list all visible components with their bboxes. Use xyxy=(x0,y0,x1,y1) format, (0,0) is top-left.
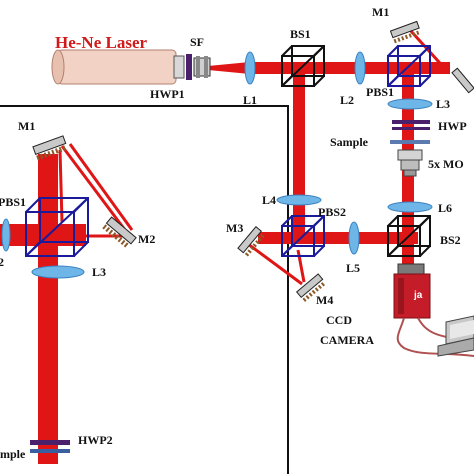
bs2-cube xyxy=(387,215,431,257)
lens-l5 xyxy=(348,221,360,255)
laser-tube xyxy=(51,49,185,85)
label-l6: L6 xyxy=(438,201,452,215)
laser-label: He-Ne Laser xyxy=(55,33,148,52)
lens-l2 xyxy=(354,51,366,85)
beam-pbs2-m4 xyxy=(296,249,306,283)
hwp1-plate xyxy=(186,54,192,80)
inset-label-hwp2: HWP2 xyxy=(78,433,113,447)
inset-pbs1-cube xyxy=(25,197,89,257)
label-l2: L2 xyxy=(340,93,354,107)
sample-slide xyxy=(390,140,430,144)
mirror-m4 xyxy=(295,273,327,302)
inset-beam-to-m1 xyxy=(58,149,64,223)
label-ccd-line1: CCD xyxy=(326,313,352,327)
label-m4: M4 xyxy=(316,293,333,307)
mirror-m2 xyxy=(451,67,474,94)
label-pbs1: PBS1 xyxy=(366,85,394,99)
inset-lens-l2 xyxy=(1,218,11,252)
microscope-objective xyxy=(397,149,423,177)
label-objective: 5x MO xyxy=(428,157,464,171)
mirror-m1 xyxy=(389,20,422,44)
inset-label-m2: M2 xyxy=(138,232,155,246)
bs1-cube xyxy=(281,45,325,87)
inset-label-pbs1: PBS1 xyxy=(0,195,26,209)
beam-bs1-top xyxy=(250,62,450,74)
inset-label-sample-cut: mple xyxy=(0,447,26,461)
inset-label-l2-cut: 2 xyxy=(0,255,4,269)
inset-mirror-m1 xyxy=(32,135,68,161)
label-hwp-cut: HWP xyxy=(438,119,467,133)
label-l3: L3 xyxy=(436,97,450,111)
label-l5: L5 xyxy=(346,261,360,275)
mirror-m3 xyxy=(237,225,266,257)
main-setup: He-Ne Laser xyxy=(51,5,474,357)
lens-l6 xyxy=(387,201,433,213)
label-m3: M3 xyxy=(226,221,243,235)
inset-hwp2 xyxy=(30,440,70,453)
label-l4: L4 xyxy=(262,193,276,207)
lens-l3 xyxy=(387,98,433,110)
pbs2-cube xyxy=(281,215,325,257)
spatial-filter xyxy=(193,56,211,78)
label-pbs2: PBS2 xyxy=(318,205,346,219)
label-sf: SF xyxy=(190,35,204,49)
label-hwp1: HWP1 xyxy=(150,87,185,101)
beam-bs1-down xyxy=(293,74,305,238)
lens-l4 xyxy=(276,194,322,206)
laptop xyxy=(437,315,474,357)
hwp-main xyxy=(392,120,430,130)
ccd-camera: ja xyxy=(393,263,431,319)
inset-lens-l3 xyxy=(31,265,85,279)
beam-m3-m4 xyxy=(247,242,303,286)
inset-label-l3: L3 xyxy=(92,265,106,279)
label-m1: M1 xyxy=(372,5,389,19)
inset-beam-m1-m2b xyxy=(68,143,134,231)
inset-label-m1: M1 xyxy=(18,119,35,133)
camera-logo-mark: ja xyxy=(413,290,423,301)
inset-panel: M1 PBS1 M2 2 L3 HWP2 mple xyxy=(0,105,289,474)
label-ccd-line2: CAMERA xyxy=(320,333,374,347)
label-l1: L1 xyxy=(243,93,257,107)
beam-laser-to-l1 xyxy=(208,62,250,74)
pbs1-cube xyxy=(387,45,431,87)
label-bs2: BS2 xyxy=(440,233,461,247)
label-sample: Sample xyxy=(330,135,369,149)
inset-beam-m1-m2 xyxy=(60,145,130,235)
lens-l1 xyxy=(244,51,256,85)
inset-beam-horizontal xyxy=(0,224,86,246)
inset-mirror-m2 xyxy=(102,216,137,249)
label-bs1: BS1 xyxy=(290,27,311,41)
